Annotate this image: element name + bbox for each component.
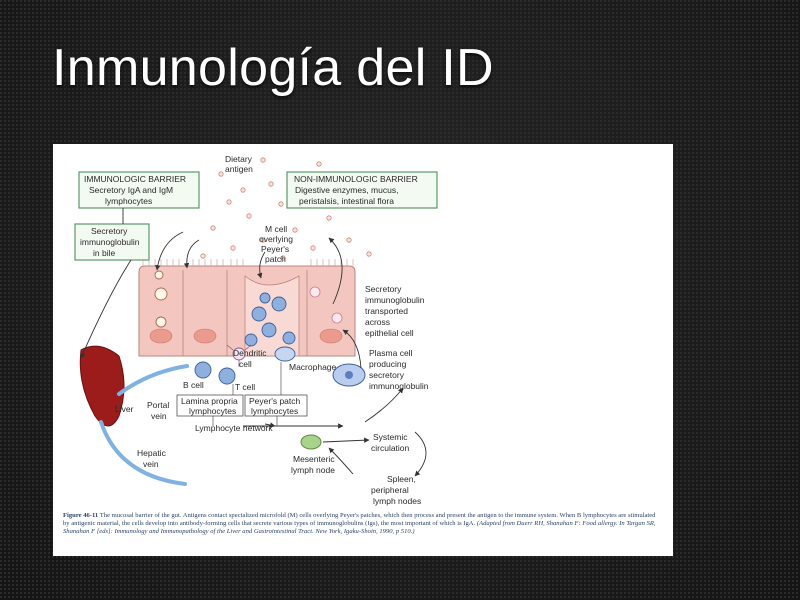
immunologic-barrier-box bbox=[78, 171, 200, 209]
immunologic-barrier-label: IMMUNOLOGIC BARRIER Secretory IgA and Ig… bbox=[84, 174, 188, 206]
secretory-ig-bile-box bbox=[74, 223, 150, 261]
caption-text: The mucosal barrier of the gut. Antigens… bbox=[63, 512, 656, 528]
non-immunologic-barrier-box bbox=[286, 171, 438, 209]
peyers-patch-label: Peyer's patch lymphocytes bbox=[249, 396, 303, 416]
flow-arrows bbox=[80, 231, 427, 477]
liver bbox=[79, 345, 125, 427]
m-cell-label: M cell overlying Peyer's patch bbox=[259, 224, 295, 264]
plasma-cell-label: Plasma cell producing secretory immunogl… bbox=[369, 348, 429, 391]
antigen-particles bbox=[200, 157, 372, 261]
figure-caption: Figure 46-11 The mucosal barrier of the … bbox=[63, 512, 663, 537]
mucosal-barrier-diagram: Dietary antigen IMMUNOLOGIC BARRIER Secr… bbox=[74, 154, 438, 506]
intestinal-epithelium bbox=[138, 259, 356, 357]
systemic-circulation-label: Systemic circulation bbox=[371, 432, 410, 453]
lymphocyte-network-label: Lymphocyte network bbox=[195, 423, 273, 433]
spleen-label: Spleen, peripheral lymph nodes bbox=[371, 474, 421, 506]
dendritic-cell bbox=[226, 344, 252, 367]
t-cell-label: T cell bbox=[235, 382, 255, 392]
hepatic-vein bbox=[99, 420, 187, 486]
portal-vein-label: Portal vein bbox=[147, 400, 172, 421]
t-cell bbox=[218, 367, 236, 385]
hepatic-vein-label: Hepatic vein bbox=[137, 448, 168, 469]
dendritic-cell-label: Dendritic cell bbox=[233, 348, 269, 369]
peyers-patch-box bbox=[244, 394, 308, 417]
lamina-propria-box bbox=[176, 394, 244, 417]
portal-vein bbox=[117, 364, 189, 396]
secretory-ig-transport-label: Secretory immunoglobulin transported acr… bbox=[365, 284, 427, 338]
connector-lines bbox=[212, 362, 282, 426]
plasma-cell bbox=[332, 363, 366, 387]
liver-label: Liver bbox=[115, 404, 134, 414]
macrophage-label: Macrophage bbox=[289, 362, 337, 372]
b-cell-label: B cell bbox=[183, 380, 204, 390]
b-cell bbox=[194, 361, 212, 379]
dietary-antigen-label: Dietary antigen bbox=[225, 154, 254, 174]
figure-panel: Dietary antigen IMMUNOLOGIC BARRIER Secr… bbox=[53, 144, 673, 556]
mesenteric-node-label: Mesenteric lymph node bbox=[291, 454, 337, 475]
caption-source: (Adapted from Duerr RH, Shanahan F: Food… bbox=[63, 520, 656, 536]
secretory-ig-bile-label: Secretory immunoglobulin in bile bbox=[80, 226, 142, 258]
lamina-propria-label: Lamina propria lymphocytes bbox=[181, 396, 240, 416]
macrophage bbox=[274, 346, 296, 362]
slide-title: Inmunología del ID bbox=[52, 39, 494, 97]
figure-number: Figure 46-11 bbox=[63, 512, 99, 519]
mesenteric-lymph-node bbox=[300, 434, 322, 450]
non-immunologic-barrier-label: NON-IMMUNOLOGIC BARRIER Digestive enzyme… bbox=[294, 174, 420, 206]
